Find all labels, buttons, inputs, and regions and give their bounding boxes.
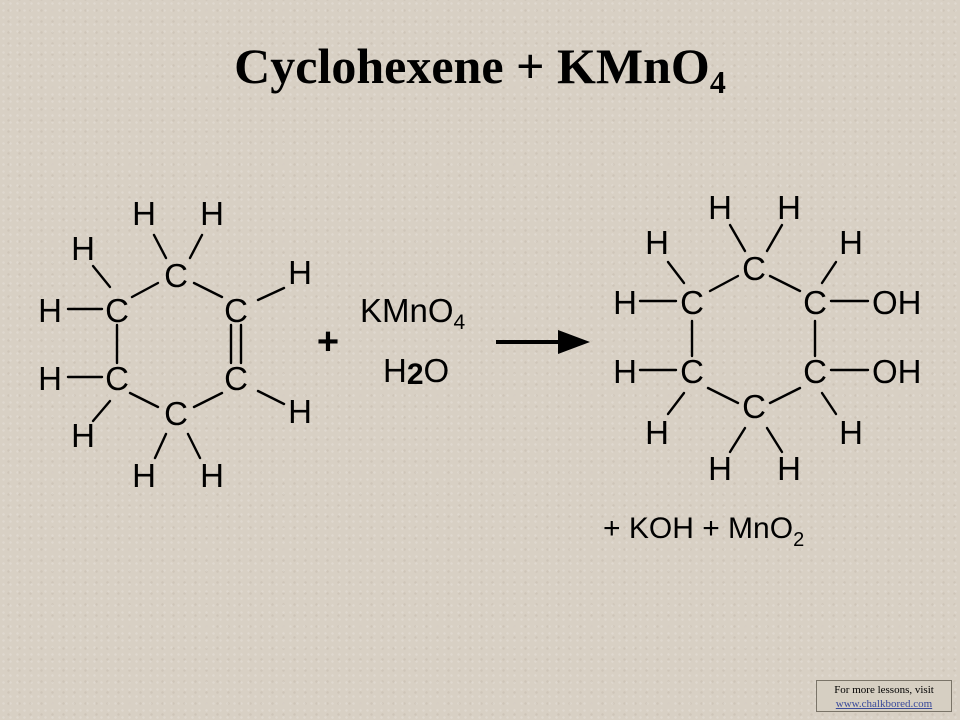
atom-h: H [645,414,669,451]
atom-c: C [164,395,188,432]
atom-c: C [164,257,188,294]
reaction-arrow [496,330,590,354]
atom-c: C [742,250,766,287]
oxidant-text: KMnO [360,292,454,329]
atom-h: H [839,414,863,451]
atom-c: C [105,360,129,397]
atom-c: C [224,292,248,329]
cyclohexene-atoms: C C C C C C H H H H H H H H H H [38,195,312,494]
oxidant-subscript: 4 [454,311,466,334]
atom-h: H [200,195,224,232]
atom-c: C [742,388,766,425]
solvent-o: O [424,352,450,389]
cyclohexene-structure [66,233,286,460]
plus-sign: + [317,321,339,363]
solvent-h: H [383,352,407,389]
atom-h: H [645,224,669,261]
credit-text: For more lessons, visit [834,684,934,696]
byproducts: + KOH + MnO2 [603,511,804,550]
credit-link[interactable]: www.chalkbored.com [835,698,933,710]
atom-h: H [613,284,637,321]
atom-c: C [224,360,248,397]
atom-h: H [38,292,62,329]
title-text: Cyclohexene + KMnO [234,38,710,94]
title-subscript: 4 [709,64,726,100]
atom-h: H [839,224,863,261]
solvent-formula: H2O [383,352,449,391]
atom-c: C [803,284,827,321]
atom-h: H [777,450,801,487]
credit-box: For more lessons, visit www.chalkbored.c… [816,680,952,712]
diol-atoms: C C C C C C H H H H H OH H OH H H H H [613,189,921,487]
diol-structure [638,223,870,454]
atom-c: C [803,353,827,390]
atom-h: H [613,353,637,390]
atom-h: H [708,450,732,487]
atom-h: H [132,195,156,232]
atom-c: C [680,284,704,321]
atom-c: C [680,353,704,390]
byproducts-text: + KOH + MnO [603,512,794,545]
atom-h: H [288,254,312,291]
atom-h: H [71,230,95,267]
byproducts-subscript: 2 [793,529,805,551]
page-title: Cyclohexene + KMnO4 [0,36,960,98]
atom-h: H [71,417,95,454]
atom-h: H [288,393,312,430]
atom-oh: OH [872,353,922,390]
atom-h: H [38,360,62,397]
atom-h: H [708,189,732,226]
atom-oh: OH [872,284,922,321]
solvent-subscript: 2 [407,358,424,391]
atom-h: H [132,457,156,494]
atom-h: H [777,189,801,226]
atom-h: H [200,457,224,494]
oxidant-formula: KMnO4 [360,292,466,334]
atom-c: C [105,292,129,329]
